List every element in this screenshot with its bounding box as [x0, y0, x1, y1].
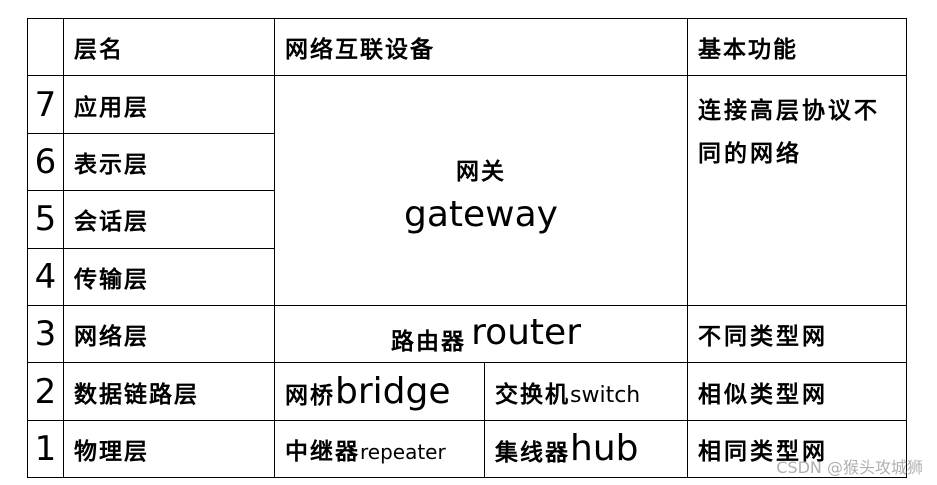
hub-en: hub — [570, 428, 639, 470]
header-row: 层名 网络互联设备 基本功能 — [27, 17, 907, 77]
layer-number: 5 — [27, 190, 64, 249]
network-devices-table: 层名 网络互联设备 基本功能 7 应用层 网关 gateway 连接高层协议不同… — [27, 17, 907, 479]
table-row: 1 物理层 中继器repeater 集线器hub 相同类型网 — [27, 419, 907, 479]
bridge-en: bridge — [335, 371, 451, 413]
layer-number: 7 — [27, 75, 64, 134]
repeater-cell: 中继器repeater — [274, 419, 485, 479]
switch-cell: 交换机switch — [484, 362, 688, 421]
layer-name: 传输层 — [63, 247, 275, 306]
bridge-zh: 网桥 — [285, 383, 335, 410]
repeater-zh: 中继器 — [285, 438, 360, 465]
gateway-en: gateway — [404, 194, 558, 236]
table-row: 7 应用层 网关 gateway 连接高层协议不同的网络 — [27, 75, 907, 306]
layer-name: 数据链路层 — [63, 362, 275, 421]
repeater-en: repeater — [360, 439, 446, 464]
gateway-zh: 网关 — [456, 159, 506, 186]
layer-name: 网络层 — [63, 304, 275, 364]
function-physical: 相同类型网 — [687, 419, 907, 479]
header-device: 网络互联设备 — [274, 17, 688, 77]
header-layer-name: 层名 — [63, 17, 275, 77]
hub-zh: 集线器 — [495, 440, 570, 467]
bridge-cell: 网桥bridge — [274, 362, 485, 421]
hub-cell: 集线器hub — [484, 419, 688, 479]
function-upper-layers: 连接高层协议不同的网络 — [687, 75, 907, 306]
table-row: 2 数据链路层 网桥bridge 交换机switch 相似类型网 — [27, 362, 907, 421]
function-network: 不同类型网 — [687, 304, 907, 364]
router-en: router — [471, 311, 581, 353]
layer-name: 表示层 — [63, 132, 275, 192]
header-num — [27, 17, 64, 77]
layer-name: 会话层 — [63, 190, 275, 249]
layer-number: 3 — [27, 304, 64, 364]
function-datalink: 相似类型网 — [687, 362, 907, 421]
layer-number: 1 — [27, 419, 64, 479]
table-row: 6 表示层 — [27, 132, 907, 192]
router-cell: 路由器 router — [274, 304, 688, 364]
watermark: CSDN @猴头攻城狮 — [776, 458, 923, 477]
gateway-cell: 网关 gateway — [274, 75, 688, 306]
table-row: 5 会话层 — [27, 190, 907, 249]
layer-name: 物理层 — [63, 419, 275, 479]
layer-number: 2 — [27, 362, 64, 421]
router-zh: 路由器 — [390, 329, 466, 356]
table-row: 3 网络层 路由器 router 不同类型网 — [27, 304, 907, 364]
layer-number: 6 — [27, 132, 64, 192]
switch-zh: 交换机 — [495, 381, 570, 408]
layer-name: 应用层 — [63, 75, 275, 134]
header-function: 基本功能 — [687, 17, 907, 77]
layer-number: 4 — [27, 247, 64, 306]
table-row: 4 传输层 — [27, 247, 907, 306]
switch-en: switch — [570, 382, 641, 408]
